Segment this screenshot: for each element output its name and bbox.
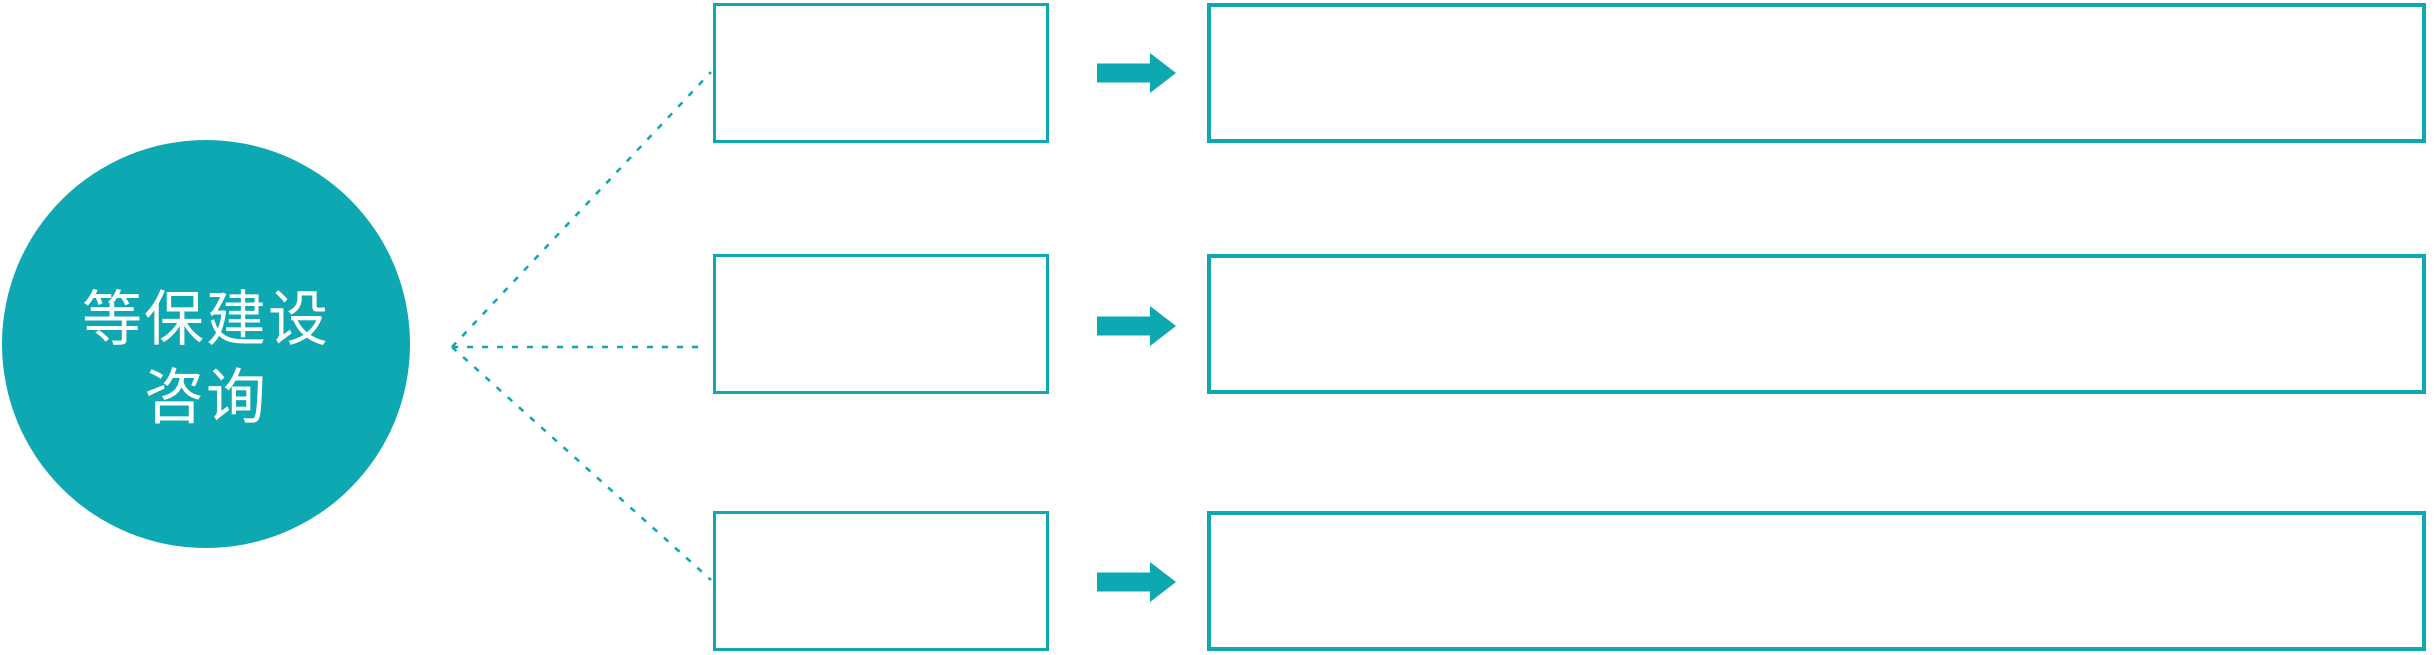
large-box-row2 (1207, 254, 2426, 394)
topic-circle-label: 等保建设 咨询 (2, 281, 410, 437)
dotted-connector-bottom (451, 346, 712, 581)
small-box-row3 (713, 511, 1049, 651)
topic-circle: 等保建设 咨询 (2, 140, 410, 548)
right-arrow-icon (1097, 562, 1176, 602)
topic-circle-label-line2: 咨询 (144, 364, 268, 431)
right-arrow-icon (1097, 53, 1176, 93)
dotted-connector-top (451, 71, 712, 348)
small-box-row1 (713, 3, 1049, 143)
large-box-row1 (1207, 3, 2426, 143)
small-box-row2 (713, 254, 1049, 394)
right-arrow-icon (1097, 306, 1176, 346)
topic-circle-label-line1: 等保建设 (82, 286, 330, 353)
large-box-row3 (1207, 511, 2426, 651)
